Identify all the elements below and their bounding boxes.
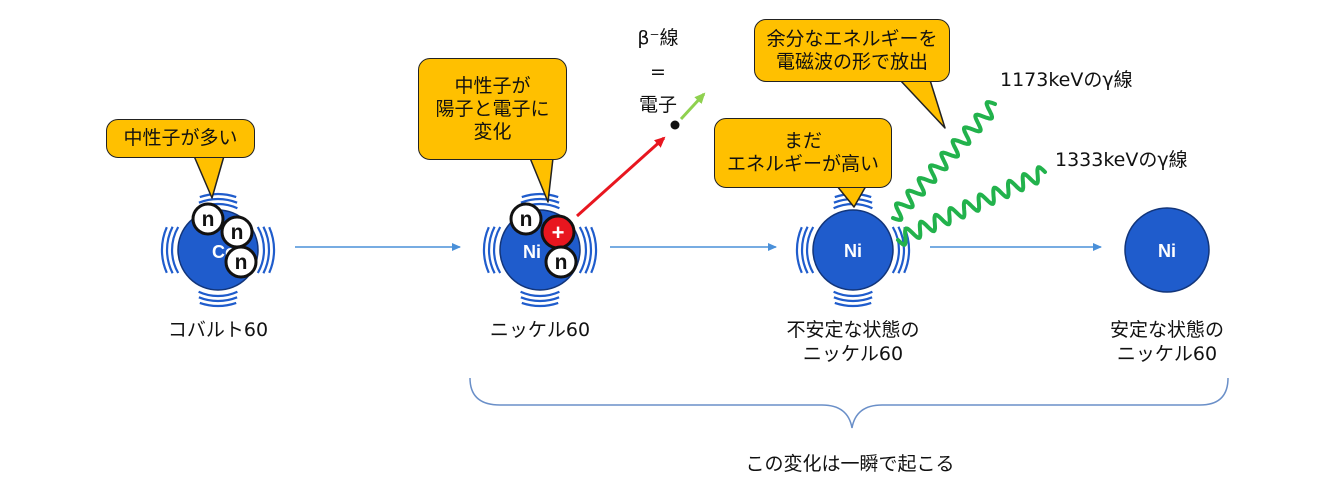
unstable-nickel-symbol: Ni bbox=[844, 241, 862, 261]
shell-arc bbox=[897, 226, 906, 274]
callout-text: 陽子と電子に bbox=[435, 97, 550, 120]
proton: + bbox=[540, 214, 576, 250]
callout-tail-still-high bbox=[836, 185, 867, 208]
shell-arc bbox=[806, 226, 815, 274]
callout-text: 中性子が多い bbox=[123, 127, 238, 149]
caption-line: ニッケル60 bbox=[489, 319, 591, 341]
gamma-ray-1-label: 1173keVのγ線 bbox=[1000, 69, 1133, 91]
shell-arc bbox=[520, 197, 560, 204]
caption-line: ニッケル60 bbox=[1116, 343, 1218, 365]
shell-arc bbox=[160, 226, 168, 274]
neutron-3: n bbox=[224, 245, 258, 279]
callout-text: 変化 bbox=[473, 120, 512, 143]
callout-text: 余分なエネルギーを bbox=[766, 27, 938, 50]
shell-arc bbox=[171, 226, 180, 274]
callout-text: 中性子が bbox=[454, 74, 531, 97]
callout-text: エネルギーが高い bbox=[726, 153, 879, 175]
shell-arc bbox=[590, 226, 598, 274]
shell-arc bbox=[256, 226, 265, 274]
caption-line: コバルト60 bbox=[167, 319, 269, 341]
shell-arc bbox=[482, 226, 490, 274]
cobalt-caption: コバルト60 bbox=[138, 318, 298, 342]
svg-text:n: n bbox=[202, 208, 215, 231]
shell-arc bbox=[578, 226, 587, 274]
shell-arc bbox=[198, 197, 238, 204]
shell-arc bbox=[795, 226, 803, 274]
callout-neutron-change: 中性子が 陽子と電子に 変化 bbox=[418, 58, 567, 160]
electron-dot bbox=[670, 120, 680, 130]
shell-arc bbox=[268, 226, 276, 274]
callout-text: まだ bbox=[783, 130, 822, 152]
callout-tail-many-neutrons bbox=[193, 155, 225, 199]
svg-text:n: n bbox=[231, 221, 244, 244]
beta-ray-label: β⁻線 bbox=[637, 27, 679, 49]
neutron-2: n bbox=[220, 215, 254, 249]
shell-arc bbox=[833, 296, 873, 303]
shell-arc bbox=[199, 301, 237, 308]
stable-nickel-caption: 安定な状態の ニッケル60 bbox=[1077, 318, 1257, 366]
shell-arc bbox=[165, 226, 174, 274]
shell-arc bbox=[520, 296, 560, 303]
shell-arc bbox=[262, 226, 271, 274]
svg-text:n: n bbox=[520, 208, 533, 231]
electron-label: 電子 bbox=[638, 94, 677, 116]
neutron-4: n bbox=[509, 202, 543, 236]
shell-arc bbox=[487, 226, 496, 274]
gamma-ray-2 bbox=[896, 165, 1047, 247]
shell-arc bbox=[520, 290, 560, 298]
unstable-nickel-nucleus bbox=[812, 209, 894, 291]
unstable-nickel-caption: 不安定な状態の ニッケル60 bbox=[763, 318, 943, 366]
shell-arc bbox=[198, 290, 238, 298]
beta-emission-arrow bbox=[575, 136, 666, 218]
stable-nickel-symbol: Ni bbox=[1158, 241, 1176, 261]
callout-text: 電磁波の形で放出 bbox=[775, 50, 928, 73]
caption-line: ニッケル60 bbox=[802, 343, 904, 365]
gamma-ray-1 bbox=[891, 100, 997, 222]
svg-text:n: n bbox=[235, 251, 248, 274]
svg-text:+: + bbox=[552, 220, 565, 245]
callout-many-neutrons: 中性子が多い bbox=[106, 119, 255, 158]
caption-line: 不安定な状態の bbox=[786, 319, 920, 341]
callout-tail-neutron-change bbox=[529, 157, 554, 203]
shell-arc bbox=[521, 301, 559, 308]
neutron-1: n bbox=[191, 202, 225, 236]
nickel-symbol: Ni bbox=[523, 242, 541, 262]
footer-note: この変化は一瞬で起こる bbox=[745, 453, 955, 475]
callout-still-high: まだ エネルギーが高い bbox=[714, 118, 892, 188]
shell-arcs-nickel bbox=[482, 192, 598, 308]
callout-emit-energy: 余分なエネルギーを 電磁波の形で放出 bbox=[754, 19, 950, 82]
neutron-5: n bbox=[544, 245, 578, 279]
shell-arc bbox=[584, 226, 593, 274]
beta-equals-sign: = bbox=[650, 61, 666, 83]
shell-arc bbox=[493, 226, 502, 274]
shell-arc bbox=[833, 290, 873, 298]
shell-arc bbox=[198, 296, 238, 303]
gamma-ray-2-label: 1333keVのγ線 bbox=[1055, 149, 1188, 171]
shell-arc bbox=[834, 301, 872, 308]
svg-text:n: n bbox=[555, 251, 568, 274]
callout-tail-emit-energy bbox=[899, 79, 946, 129]
time-brace bbox=[469, 377, 1229, 429]
shell-arc bbox=[199, 192, 237, 199]
nickel-caption: ニッケル60 bbox=[460, 318, 620, 342]
shell-arc bbox=[800, 226, 809, 274]
shell-arc bbox=[521, 192, 559, 199]
stable-nickel-nucleus bbox=[1124, 207, 1210, 293]
electron-arrow bbox=[679, 92, 706, 121]
caption-line: 安定な状態の bbox=[1109, 319, 1224, 341]
shell-arc bbox=[891, 226, 900, 274]
